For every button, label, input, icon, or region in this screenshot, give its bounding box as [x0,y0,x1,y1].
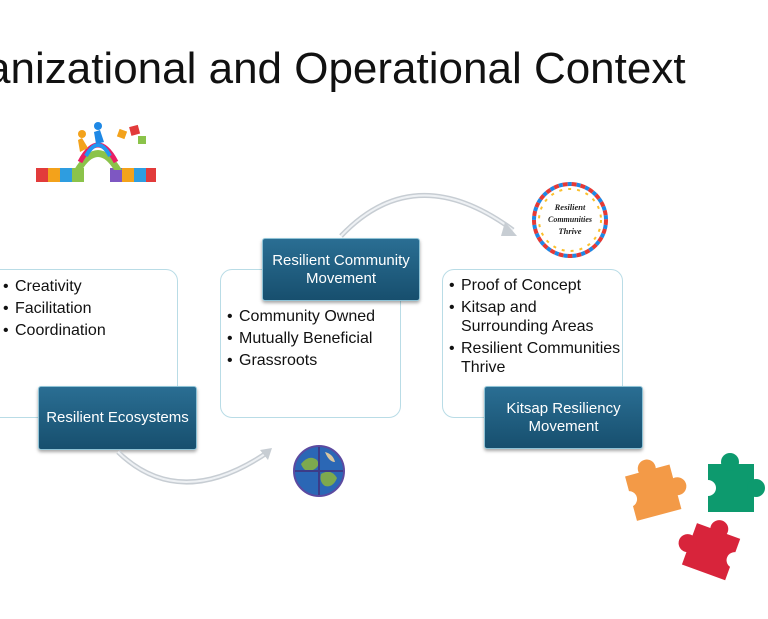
stage-3-item: Kitsap and Surrounding Areas [447,298,622,336]
stage-3-list: Proof of Concept Kitsap and Surrounding … [447,276,622,377]
stage-2-item: Grassroots [225,351,400,370]
puzzle-bridge-icon [36,122,156,182]
stage-1-item: Coordination [1,321,177,340]
arrow-stage2-to-stage3 [339,192,517,238]
globe-icon [293,445,345,497]
badge-line3: Thrive [558,226,581,236]
badge-line1: Resilient [554,202,586,212]
stage-2-item: Community Owned [225,307,400,326]
stage-2-item: Mutually Beneficial [225,329,400,348]
stage-3-item: Resilient Communities Thrive [447,339,622,377]
arrow-stage1-to-stage2 [116,448,272,485]
stage-1-label: Resilient Ecosystems [38,386,197,450]
stage-2-label: Resilient Community Movement [262,238,420,301]
puzzle-pieces-icon [621,453,765,581]
stage-1-item: Creativity [1,277,177,296]
stage-3-label: Kitsap Resiliency Movement [484,386,643,449]
communities-badge-icon: Resilient Communities Thrive [532,182,608,258]
badge-line2: Communities [548,215,592,224]
stage-2-list: Community Owned Mutually Beneficial Gras… [225,307,400,370]
stage-1-item: Facilitation [1,299,177,318]
stage-3-item: Proof of Concept [447,276,622,295]
stage-1-list: Creativity Facilitation Coordination [1,277,177,340]
slide-title: anizational and Operational Context [0,44,686,93]
